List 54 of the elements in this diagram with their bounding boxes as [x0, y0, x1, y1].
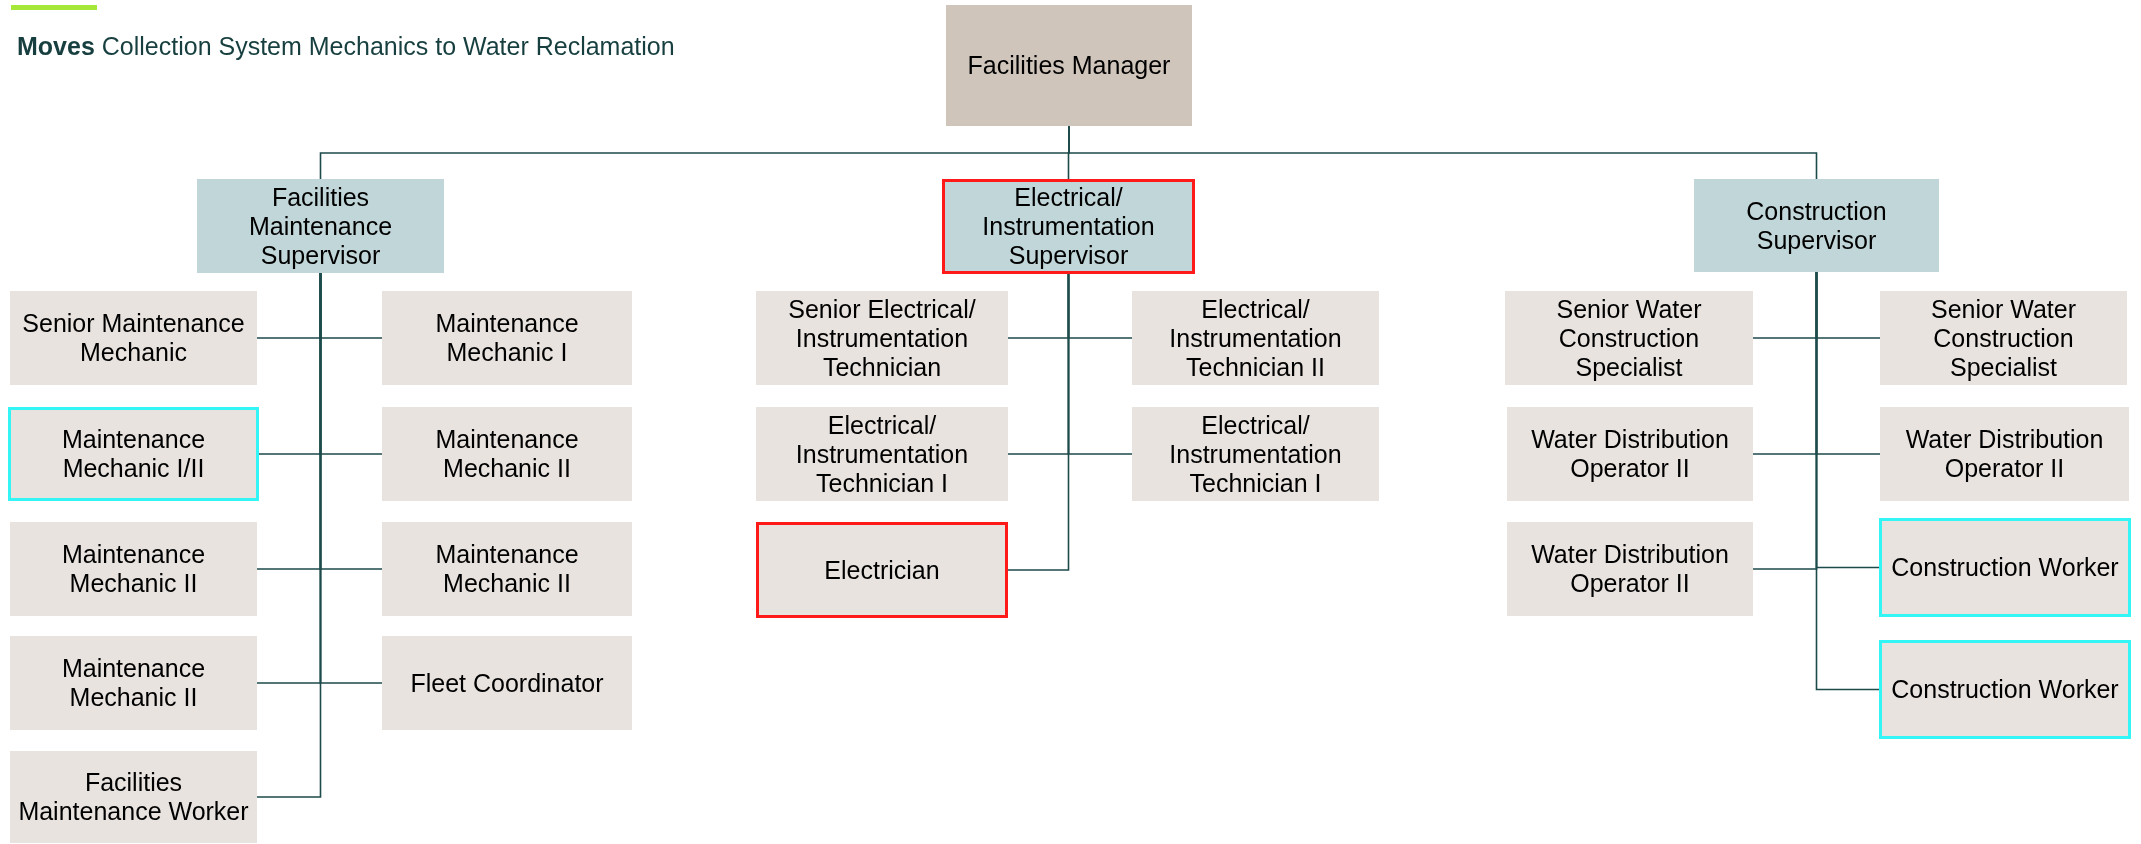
position-title: Senior Water Construction Specialist [1930, 294, 2077, 382]
position-box [382, 407, 632, 501]
position-title: Facilities Maintenance Supervisor [247, 182, 394, 270]
position-title: Construction Worker [1891, 553, 2119, 582]
supervisor-box [197, 179, 444, 273]
position-title: Maintenance Mechanic II [60, 540, 207, 598]
position-box [1507, 522, 1753, 616]
position-box [10, 522, 257, 616]
position-title: Water Distribution Operator II [1530, 425, 1730, 483]
position-title: Electrical/ Instrumentation Technician I [1168, 410, 1343, 498]
position-title: Construction Worker [1891, 675, 2119, 704]
supervisor-box [942, 179, 1195, 274]
position-box [1880, 407, 2129, 501]
manager-box [946, 5, 1192, 126]
position-title: Water Distribution Operator II [1530, 540, 1730, 598]
position-title: Maintenance Mechanic I [434, 309, 580, 367]
position-title: Construction Supervisor [1745, 196, 1888, 255]
position-title: Water Distribution Operator II [1904, 425, 2105, 483]
position-title: Electrical/ Instrumentation Supervisor [981, 183, 1156, 270]
position-box [1505, 291, 1753, 385]
position-box [8, 407, 259, 501]
connector-line [1815, 271, 1880, 691]
position-box [1880, 291, 2127, 385]
position-title: Maintenance Mechanic II [434, 425, 580, 483]
position-box [756, 522, 1008, 618]
position-box [1132, 407, 1379, 501]
position-box [1879, 640, 2131, 739]
position-box [756, 291, 1008, 385]
position-box [382, 522, 632, 616]
position-box [1132, 291, 1379, 385]
position-box [382, 291, 632, 385]
position-title: Maintenance Mechanic I/II [60, 425, 207, 483]
position-box [1507, 407, 1753, 501]
position-box [382, 636, 632, 730]
position-title: Electrical/ Instrumentation Technician I [794, 410, 970, 498]
title: Moves Collection System Mechanics to Water Reclamation [17, 31, 675, 62]
position-title: Maintenance Mechanic II [434, 540, 580, 598]
position-box [1879, 518, 2131, 617]
position-box [10, 636, 257, 730]
position-title: Maintenance Mechanic II [60, 654, 207, 712]
connector-line [1068, 125, 1818, 180]
position-title: Senior Electrical/ Instrumentation Technician [787, 294, 977, 382]
position-title: Electrician [824, 555, 940, 585]
position-title: Facilities Maintenance Worker [17, 768, 250, 826]
position-title: Senior Maintenance Mechanic [21, 309, 246, 367]
position-title: Fleet Coordinator [410, 668, 604, 698]
connector-line [1007, 273, 1070, 571]
position-title: Electrical/ Instrumentation Technician II [1168, 294, 1343, 382]
position-box [10, 751, 257, 843]
position-title: Senior Water Construction Specialist [1555, 294, 1703, 382]
supervisor-box [1694, 179, 1939, 272]
position-box [756, 407, 1008, 501]
position-box [10, 291, 257, 385]
position-title: Facilities Manager [967, 51, 1171, 80]
